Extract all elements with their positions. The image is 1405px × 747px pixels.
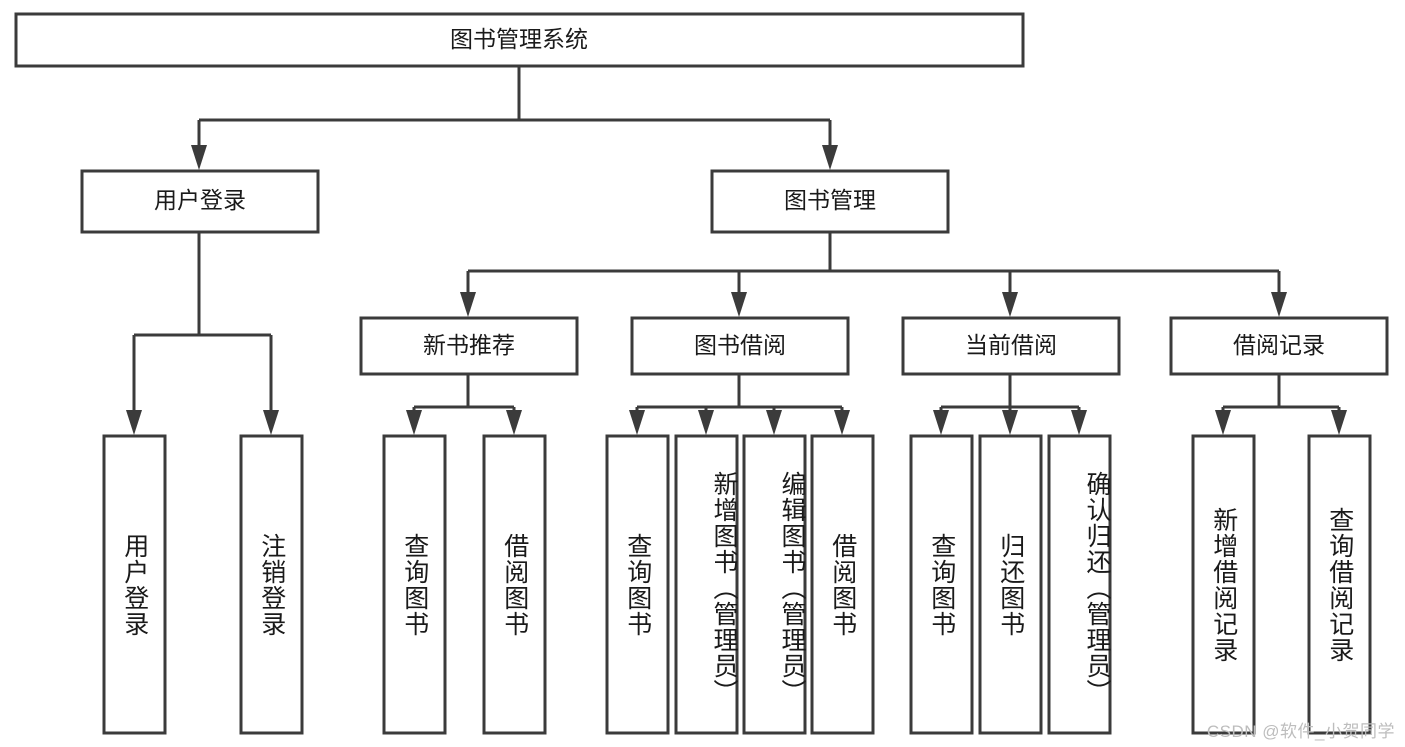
- node-current-borrow-label: 当前借阅: [965, 332, 1057, 358]
- csdn-watermark: CSDN @软件_小贺同学: [1206, 722, 1395, 741]
- arrow-head-new-book-recommend: [460, 292, 476, 317]
- node-current-borrow-box[interactable]: [901, 316, 1121, 376]
- node-book-borrow[interactable]: 图书借阅: [630, 316, 850, 376]
- node-root-book-management-system[interactable]: 图书管理系统: [14, 12, 1025, 68]
- connector-group-root-to-level2: [191, 66, 838, 170]
- node-user-login-box[interactable]: [80, 169, 320, 234]
- node-book-management-label: 图书管理: [784, 187, 876, 213]
- leaf-box-bb-query-book[interactable]: [605, 434, 670, 735]
- connector-group-book-borrow-to-leaves: [629, 374, 850, 435]
- leaf-box-cb-return-book[interactable]: [978, 434, 1043, 735]
- arrow-head-user-login: [191, 145, 207, 170]
- node-book-management-box[interactable]: [710, 169, 950, 234]
- node-book-management[interactable]: 图书管理: [710, 169, 950, 234]
- node-new-book-recommend-box[interactable]: [359, 316, 579, 376]
- leaf-box-user-login[interactable]: [102, 434, 167, 735]
- node-book-borrow-box[interactable]: [630, 316, 850, 376]
- node-root-box[interactable]: [14, 12, 1025, 68]
- node-user-login-label: 用户登录: [154, 187, 246, 213]
- leaf-boxes-user-login: [102, 434, 304, 735]
- leaf-box-bb-add-book[interactable]: [674, 434, 739, 735]
- connector-group-current-borrow-to-leaves: [933, 374, 1087, 435]
- node-borrow-record-label: 借阅记录: [1233, 332, 1325, 358]
- arrow-head-br-leaf-1: [1215, 410, 1231, 435]
- node-new-book-recommend[interactable]: 新书推荐: [359, 316, 579, 376]
- arrow-head-leaf-user-login: [126, 410, 142, 435]
- arrow-head-bb-leaf-3: [766, 410, 782, 435]
- node-borrow-record[interactable]: 借阅记录: [1169, 316, 1389, 376]
- arrow-head-bb-leaf-4: [834, 410, 850, 435]
- leaf-boxes-book-borrow: [605, 434, 875, 735]
- connector-group-new-book-recommend-to-leaves: [406, 374, 522, 435]
- leaf-box-logout[interactable]: [239, 434, 304, 735]
- leaf-boxes-current-borrow: [909, 434, 1112, 735]
- node-root-label: 图书管理系统: [450, 26, 588, 52]
- arrow-head-cb-leaf-2: [1002, 410, 1018, 435]
- leaf-box-br-add-record[interactable]: [1191, 434, 1256, 735]
- leaf-box-cb-confirm-return[interactable]: [1047, 434, 1112, 735]
- connector-group-user-login-to-leaves: [126, 232, 279, 435]
- arrow-head-cb-leaf-3: [1071, 410, 1087, 435]
- node-borrow-record-box[interactable]: [1169, 316, 1389, 376]
- arrow-head-bb-leaf-1: [629, 410, 645, 435]
- leaf-box-bb-edit-book[interactable]: [742, 434, 807, 735]
- arrow-head-nbr-leaf-1: [406, 410, 422, 435]
- connector-group-book-mgmt-to-level3: [460, 233, 1287, 317]
- leaf-box-bb-borrow-book[interactable]: [810, 434, 875, 735]
- arrow-head-br-leaf-2: [1331, 410, 1347, 435]
- leaf-boxes-new-book-recommend: [382, 434, 547, 735]
- arrow-head-book-borrow: [731, 292, 747, 317]
- leaf-box-nbr-query-book[interactable]: [382, 434, 447, 735]
- arrow-head-nbr-leaf-2: [506, 410, 522, 435]
- node-user-login[interactable]: 用户登录: [80, 169, 320, 234]
- node-book-borrow-label: 图书借阅: [694, 332, 786, 358]
- node-current-borrow[interactable]: 当前借阅: [901, 316, 1121, 376]
- connector-group-borrow-record-to-leaves: [1215, 374, 1347, 435]
- arrow-head-current-borrow: [1002, 292, 1018, 317]
- arrow-head-bb-leaf-2: [698, 410, 714, 435]
- arrow-head-book-mgmt: [822, 145, 838, 170]
- leaf-box-nbr-borrow-book[interactable]: [482, 434, 547, 735]
- leaf-box-br-query-record[interactable]: [1307, 434, 1372, 735]
- arrow-head-borrow-record: [1271, 292, 1287, 317]
- arrow-head-cb-leaf-1: [933, 410, 949, 435]
- node-new-book-recommend-label: 新书推荐: [423, 332, 515, 358]
- leaf-boxes-borrow-record: [1191, 434, 1372, 735]
- leaf-box-cb-query-book[interactable]: [909, 434, 974, 735]
- arrow-head-leaf-logout: [263, 410, 279, 435]
